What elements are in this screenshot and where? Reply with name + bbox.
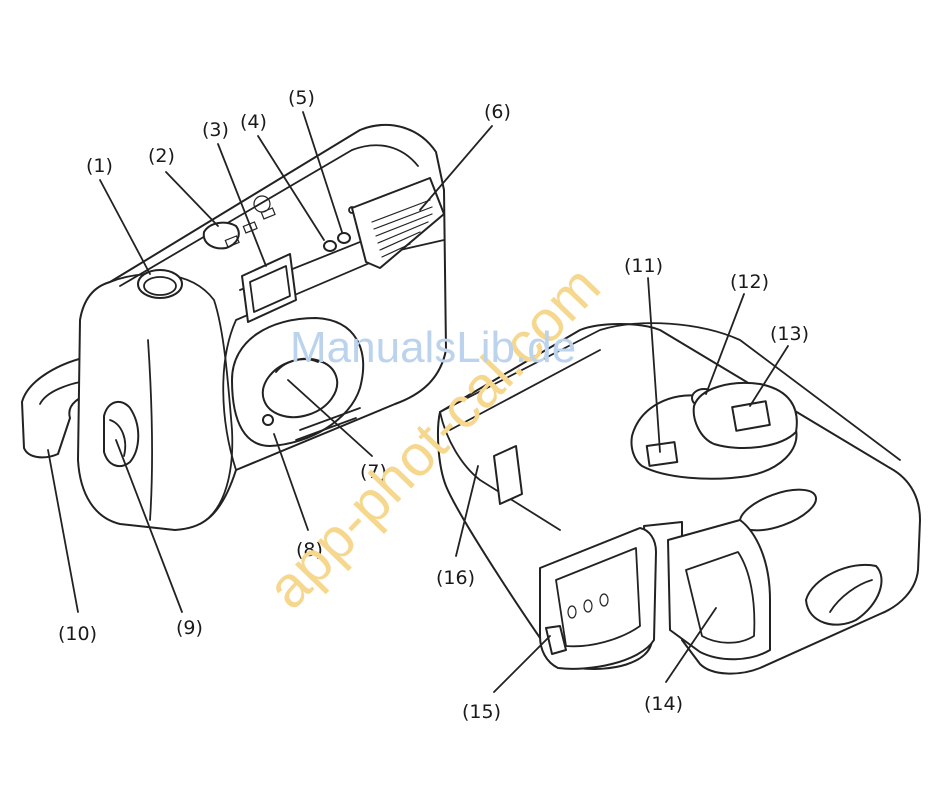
watermark-site: ManualsLib.de [290, 323, 576, 372]
side-window [494, 446, 522, 504]
callout-15: (15) [462, 701, 501, 723]
callout-10: (10) [58, 623, 97, 645]
callout-4: (4) [240, 111, 267, 133]
self-timer-lamp [263, 415, 273, 425]
callout-6: (6) [484, 101, 511, 123]
callout-13: (13) [770, 323, 809, 345]
callout-2: (2) [148, 145, 175, 167]
side-latch [104, 402, 138, 466]
callout-16: (16) [436, 567, 475, 589]
indicator-light-4 [324, 241, 336, 251]
callout-12: (12) [730, 271, 769, 293]
battery-compartment [668, 520, 770, 659]
callout-5: (5) [288, 87, 315, 109]
callout-1: (1) [86, 155, 113, 177]
indicator-light-5 [338, 233, 350, 243]
callout-3: (3) [202, 119, 229, 141]
callout-14: (14) [644, 693, 683, 715]
callout-11: (11) [624, 255, 663, 277]
back-viewfinder [647, 442, 678, 466]
callout-9: (9) [176, 617, 203, 639]
